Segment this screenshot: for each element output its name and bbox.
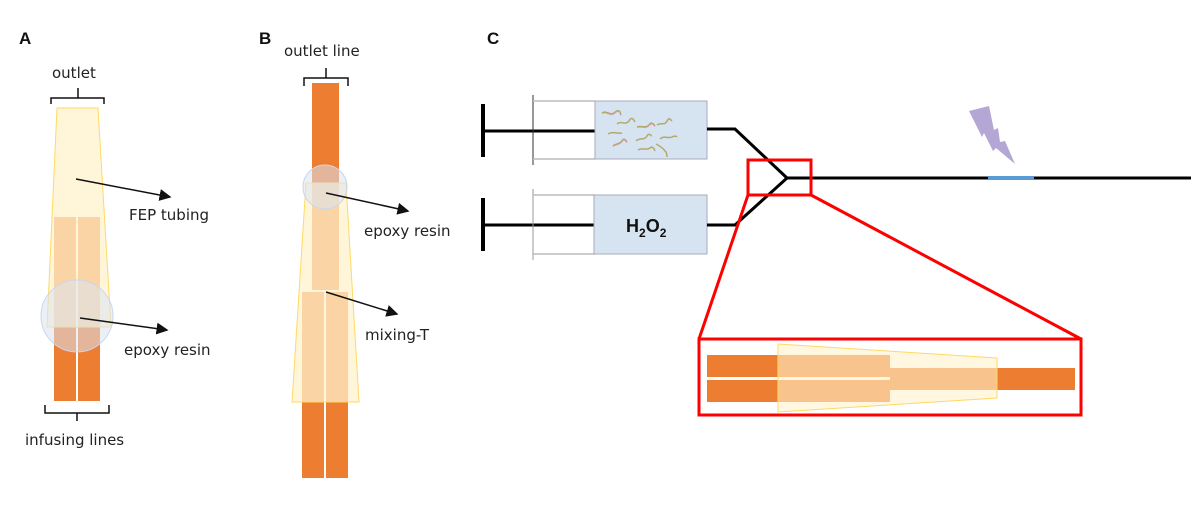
zoom-line-right [810,193,1082,341]
worms-icon [601,109,678,158]
worms-tint [601,111,656,148]
mixing-t-arrow [325,291,399,317]
syringe-barrel-top [594,100,708,160]
syringe-bottom: H2O2 [481,189,708,260]
fep-arrow [75,178,172,201]
fep-tubing-label: FEP tubing [129,206,209,224]
panel-c-letter: C [487,29,499,48]
outlet-label: outlet [52,64,96,82]
zoom-line-left [697,194,750,340]
h2o2-label: H2O2 [626,216,667,240]
panel-a-letter: A [19,29,31,48]
outlet-line-label: outlet line [284,42,360,60]
mixing-t-body [291,182,360,403]
infusing-bracket [44,405,110,421]
epoxy-resin-label-a: epoxy resin [124,341,211,359]
zoom-detail [707,343,1075,413]
panel-c: C [481,29,1191,417]
detail-mixing-t [777,343,998,413]
lightning-bolt-icon [969,106,1015,164]
outlet-bracket [50,88,105,104]
epoxy-resin-circle [40,279,114,353]
epoxy-resin-label-b: epoxy resin [364,222,451,240]
tubing-top [707,127,789,180]
syringe-top [481,95,708,165]
detail-inlet-bottom [707,380,778,402]
panel-b: B outlet line epoxy resin mixing-T [259,29,451,478]
zoom-region-box [746,158,813,197]
panel-b-letter: B [259,29,271,48]
panel-a: A outlet FEP tubing epoxy resin infusing… [19,29,211,449]
outlet-line-bracket [303,68,349,86]
epoxy-resin-circle-b [302,164,348,210]
infusing-lines-label: infusing lines [25,431,124,449]
epoxy-arrow-b [325,192,410,215]
epoxy-arrow-a [79,317,169,335]
mixing-t-label: mixing-T [365,326,430,344]
detail-inlet-top [707,355,778,377]
